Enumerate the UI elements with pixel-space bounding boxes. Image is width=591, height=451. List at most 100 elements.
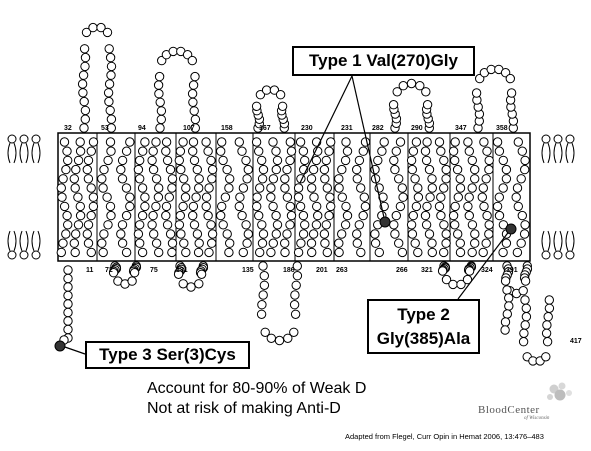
helix-bead: [202, 202, 210, 210]
loop-bead: [542, 329, 550, 337]
helix-bead: [134, 165, 142, 173]
helix-bead: [162, 147, 170, 155]
loop-bead: [80, 45, 88, 53]
helix-bead: [499, 248, 507, 256]
loop-bead: [80, 97, 88, 105]
loop-bead: [157, 115, 165, 123]
loop-bead: [389, 101, 397, 109]
helix-bead: [355, 156, 363, 164]
helix-bead: [273, 156, 281, 164]
helix-bead: [70, 175, 78, 183]
transmembrane-helices: [57, 138, 529, 257]
n-tail-bead: [64, 274, 72, 282]
helix-bead: [456, 248, 464, 256]
helix-bead: [139, 147, 147, 155]
loop-bead: [259, 262, 267, 270]
helix-bead: [307, 239, 315, 247]
num-bottom-4: 131: [176, 267, 188, 274]
helix-bead: [456, 239, 464, 247]
helix-bead: [225, 184, 233, 192]
helix-bead: [118, 175, 126, 183]
helix-bead: [320, 230, 328, 238]
helix-bead: [408, 230, 416, 238]
helix-bead: [168, 175, 176, 183]
helix-bead: [98, 239, 106, 247]
lipid-head: [554, 135, 562, 143]
helix-bead: [338, 165, 346, 173]
helix-bead: [258, 239, 266, 247]
helix-bead: [218, 202, 226, 210]
num-bottom-9: 266: [396, 267, 408, 274]
loop-bead: [522, 304, 530, 312]
helix-bead: [312, 156, 320, 164]
helix-bead: [136, 156, 144, 164]
helix-bead: [62, 230, 70, 238]
helix-bead: [437, 211, 445, 219]
helix-bead: [412, 202, 420, 210]
helix-bead: [103, 193, 111, 201]
loop-bead: [191, 72, 199, 80]
helix-bead: [521, 221, 529, 229]
helix-bead: [320, 165, 328, 173]
helix-bead: [493, 138, 501, 146]
num-bottom-7: 201: [316, 267, 328, 274]
helix-bead: [521, 156, 529, 164]
helix-bead: [76, 211, 84, 219]
helix-bead: [482, 239, 490, 247]
helix-bead: [482, 175, 490, 183]
num-bottom-5: 135: [242, 267, 254, 274]
helix-bead: [126, 193, 134, 201]
num-top-4: 107: [183, 125, 195, 132]
loop-bead: [521, 321, 529, 329]
helix-bead: [283, 165, 291, 173]
helix-bead: [451, 138, 459, 146]
helix-bead: [454, 230, 462, 238]
loop-bead: [81, 115, 89, 123]
helix-bead: [84, 221, 92, 229]
num-top-1: 32: [64, 125, 72, 132]
helix-bead: [297, 239, 305, 247]
helix-bead: [149, 147, 157, 155]
helix-bead: [202, 138, 210, 146]
loop-bead: [276, 91, 284, 99]
helix-bead: [512, 193, 520, 201]
helix-bead: [235, 202, 243, 210]
helix-bead: [149, 165, 157, 173]
helix-bead: [421, 211, 429, 219]
num-bottom-6: 186: [283, 267, 295, 274]
helix-bead: [296, 138, 304, 146]
loop-bead: [278, 102, 286, 110]
helix-bead: [89, 193, 97, 201]
tail-bead: [505, 294, 513, 302]
helix-bead: [195, 184, 203, 192]
helix-bead: [258, 156, 266, 164]
helix-bead: [175, 221, 183, 229]
helix-bead: [327, 202, 335, 210]
helix-bead: [155, 248, 163, 256]
helix-bead: [253, 202, 261, 210]
helix-bead: [205, 184, 213, 192]
helix-bead: [421, 147, 429, 155]
helix-bead: [63, 211, 71, 219]
helix-bead: [242, 156, 250, 164]
loop-bead: [156, 98, 164, 106]
helix-bead: [437, 147, 445, 155]
helix-bead: [163, 156, 171, 164]
helix-bead: [87, 211, 95, 219]
num-bottom-11: 324: [481, 267, 493, 274]
helix-bead: [428, 248, 436, 256]
loop-bead: [189, 98, 197, 106]
helix-bead: [514, 138, 522, 146]
helix-bead: [189, 202, 197, 210]
loop-bead: [105, 97, 113, 105]
helix-bead: [238, 211, 246, 219]
loop-bead: [292, 281, 300, 289]
helix-bead: [74, 193, 82, 201]
loop-bead: [543, 321, 551, 329]
helix-bead: [338, 230, 346, 238]
helix-bead: [122, 211, 130, 219]
lipid-head: [554, 251, 562, 259]
callout-type2-variant: Gly(385)Ala: [369, 327, 478, 351]
num-top-5: 158: [221, 125, 233, 132]
